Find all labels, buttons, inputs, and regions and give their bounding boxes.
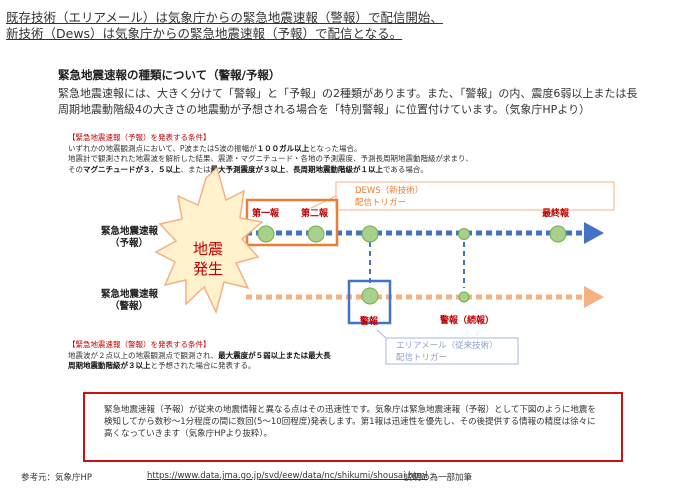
warning-condition-bold: 周期地震動階級が３以上 [68, 361, 151, 370]
area-callout-connector [376, 329, 387, 339]
earthquake-label-2: 発生 [193, 260, 223, 278]
final-report-node [549, 225, 567, 243]
warning-node [361, 287, 379, 305]
forecast-condition-bold: １００ガル以上 [256, 143, 310, 153]
forecast-condition-text: である場合。 [383, 164, 428, 174]
forecast-condition-line-3: そのマグニチュードが３．５以上、または最大予測震度が３以上、長周期地震動階級が１… [68, 165, 508, 176]
forecast-condition-bold: 長周期地震動階級が１以上 [293, 164, 383, 174]
forecast-node [458, 228, 470, 240]
row-warning-label-1: 緊急地震速報 [101, 288, 159, 300]
forecast-timeline-arrowhead [584, 222, 604, 244]
warning-cont-label: 警報（続報） [440, 314, 494, 326]
footer-source-label: 参考元：気象庁HP [21, 473, 93, 483]
forecast-condition-line-2: 地震計で観測された地震波を解析した結果、震源・マグニチュード・各地の予測震度、予… [68, 154, 473, 163]
forecast-condition-title: 【緊急地震速報（予報）を発表する条件】 [68, 133, 211, 142]
footer-source-url[interactable]: https://www.data.jma.go.jp/svd/eew/data/… [147, 471, 428, 481]
second-report-label: 第二報 [301, 207, 329, 219]
forecast-condition-text: 、または [180, 164, 211, 174]
warning-condition-title: 【緊急地震速報（警報）を発表する条件】 [68, 340, 211, 349]
forecast-node [361, 225, 379, 243]
dews-callout-box [335, 181, 615, 211]
forecast-condition-text: となった場合。 [309, 143, 362, 153]
first-report-node [257, 225, 275, 243]
intro-paragraph: 緊急地震速報には、大きく分けて「警報」と「予報」の2種類があります。また、「警報… [58, 87, 638, 116]
forecast-condition-bold: マグニチュードが３．５以上 [83, 164, 181, 174]
warning-condition-bold: 最大震度が５弱以上または最大長 [218, 350, 331, 360]
earthquake-label-1: 地震 [193, 240, 223, 258]
warning-condition-line-2: 周期地震動階級が３以上と予想された場合に発表する。 [68, 361, 388, 372]
area-trigger-box [347, 279, 392, 325]
area-callout-box [385, 337, 519, 365]
row-forecast-label-1: 緊急地震速報 [101, 225, 159, 237]
forecast-condition-text: その [68, 164, 83, 174]
warning-condition-line-1: 地震波が２点以上の地震観測点で観測され、最大震度が５弱以上または最大長 [68, 351, 388, 362]
forecast-condition: 【緊急地震速報（予報）を発表する条件】 いずれかの地震観測点において、P波または… [68, 133, 508, 175]
warning-condition-text: と予想された場合に発表する。 [150, 361, 256, 370]
footer-note: 説明の為一部加筆 [404, 473, 473, 483]
warning-cont-node [458, 291, 470, 303]
section-title: 緊急地震速報の種類について（警報/予報） [58, 68, 281, 82]
warning-condition: 【緊急地震速報（警報）を発表する条件】 地震波が２点以上の地震観測点で観測され、… [68, 340, 388, 372]
forecast-condition-text: いずれかの地震観測点において、P波またはS波の振幅が [68, 143, 257, 153]
forecast-condition-line-1: いずれかの地震観測点において、P波またはS波の振幅が１００ガル以上となった場合。 [68, 144, 508, 155]
forecast-condition-text: 、 [285, 164, 294, 174]
dews-callout-line-1: DEWS（新技術） [355, 185, 423, 196]
area-callout-line-1: エリアメール（従来技術） [396, 340, 498, 351]
headline: 既存技術（エリアメール）は気象庁からの緊急地震速報（警報）で配信開始、 新技術（… [6, 10, 526, 42]
row-forecast-label-2: （予報） [110, 237, 148, 249]
earthquake-burst [154, 166, 264, 315]
first-report-label: 第一報 [252, 207, 280, 219]
row-warning-label-2: （警報） [110, 300, 148, 312]
warning-timeline-arrowhead [584, 286, 604, 308]
area-callout-line-2: 配信トリガー [396, 352, 447, 363]
note-text: 緊急地震速報（予報）が従来の地震情報と異なる点はその迅速性です。気象庁は緊急地震… [104, 405, 596, 439]
second-report-node [307, 225, 325, 243]
headline-line-1: 既存技術（エリアメール）は気象庁からの緊急地震速報（警報）で配信開始、 [6, 10, 443, 25]
final-report-label: 最終報 [542, 207, 570, 219]
forecast-condition-bold: 最大予測震度が３以上 [210, 164, 286, 174]
dews-callout-connector [310, 195, 337, 209]
headline-line-2: 新技術（Dews）は気象庁からの緊急地震速報（予報）で配信となる。 [6, 26, 403, 41]
warning-label: 警報 [360, 315, 379, 327]
dews-callout-line-2: 配信トリガー [355, 197, 406, 208]
note-box [83, 392, 623, 462]
warning-condition-text: 地震波が２点以上の地震観測点で観測され、 [68, 350, 219, 360]
